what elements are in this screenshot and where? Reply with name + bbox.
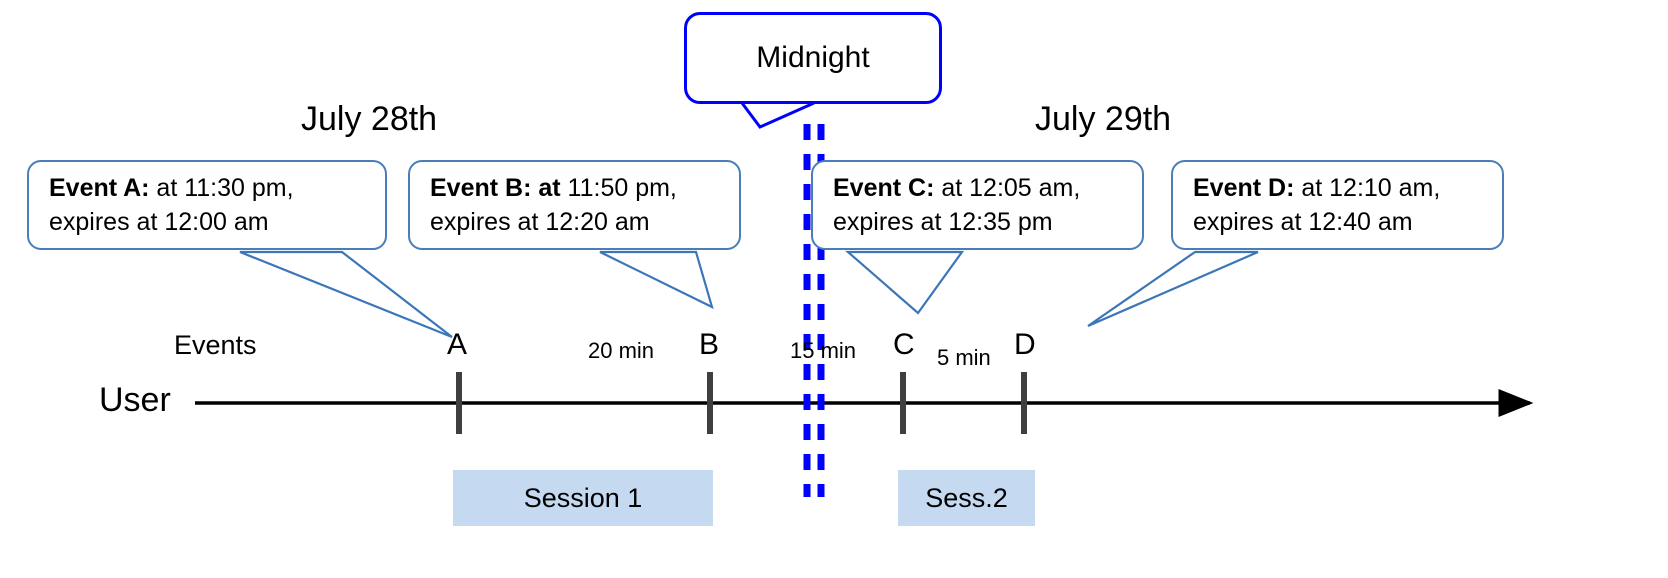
gap-label-b-c: 15 min [790, 338, 857, 363]
callout-event-b-line2: expires at 12:20 am [430, 207, 650, 236]
gap-label-a-b: 20 min [588, 338, 655, 363]
callout-event-b-bold: Event B: at [430, 174, 561, 202]
session-block-2-label: Sess.2 [925, 482, 1008, 513]
user-row-label: User [99, 381, 171, 419]
callout-event-a-rest: at 11:30 pm, [149, 174, 294, 202]
callout-event-c-line1: Event C: at 12:05 am, [833, 172, 1128, 206]
callout-event-b-rest: 11:50 pm, [560, 174, 677, 202]
leader-event-b [599, 250, 714, 310]
midnight-callout: Midnight [684, 12, 942, 104]
callout-event-a: Event A: at 11:30 pm, expires at 12:00 a… [27, 160, 387, 250]
gap-label-c-d: 5 min [937, 345, 991, 370]
callout-event-c-rest: at 12:05 am, [934, 174, 1081, 202]
session-block-1-label: Session 1 [523, 482, 643, 513]
midnight-label: Midnight [756, 41, 870, 74]
session-block-1: Session 1 [453, 470, 713, 526]
event-letter-c: C [893, 328, 915, 361]
callout-event-a-bold: Event A: [49, 174, 150, 202]
callout-event-d: Event D: at 12:10 am, expires at 12:40 a… [1171, 160, 1504, 250]
callout-event-b-line1: Event B: at 11:50 pm, [430, 172, 725, 206]
callout-event-d-bold: Event D: [1193, 174, 1295, 202]
callout-event-d-line2: expires at 12:40 am [1193, 207, 1413, 236]
callout-event-a-line1: Event A: at 11:30 pm, [49, 172, 371, 206]
callout-event-d-rest: at 12:10 am, [1294, 174, 1441, 202]
callout-event-c-bold: Event C: [833, 174, 935, 202]
midnight-bubble-tail [740, 101, 815, 129]
day-label-july-29: July 29th [1035, 100, 1172, 138]
session-block-2: Sess.2 [898, 470, 1035, 526]
callout-event-b: Event B: at 11:50 pm, expires at 12:20 a… [408, 160, 741, 250]
callout-event-c-line2: expires at 12:35 pm [833, 207, 1053, 236]
day-label-july-28: July 28th [301, 100, 438, 138]
callout-event-a-line2: expires at 12:00 am [49, 207, 269, 236]
leader-event-d [1087, 250, 1259, 328]
leader-event-c [845, 250, 965, 315]
leader-event-a [239, 250, 453, 339]
event-letter-d: D [1014, 328, 1036, 361]
events-row-label: Events [174, 330, 257, 360]
callout-event-c: Event C: at 12:05 am, expires at 12:35 p… [811, 160, 1144, 250]
callout-event-d-line1: Event D: at 12:10 am, [1193, 172, 1488, 206]
event-letter-b: B [699, 328, 720, 361]
event-letter-a: A [447, 328, 468, 361]
